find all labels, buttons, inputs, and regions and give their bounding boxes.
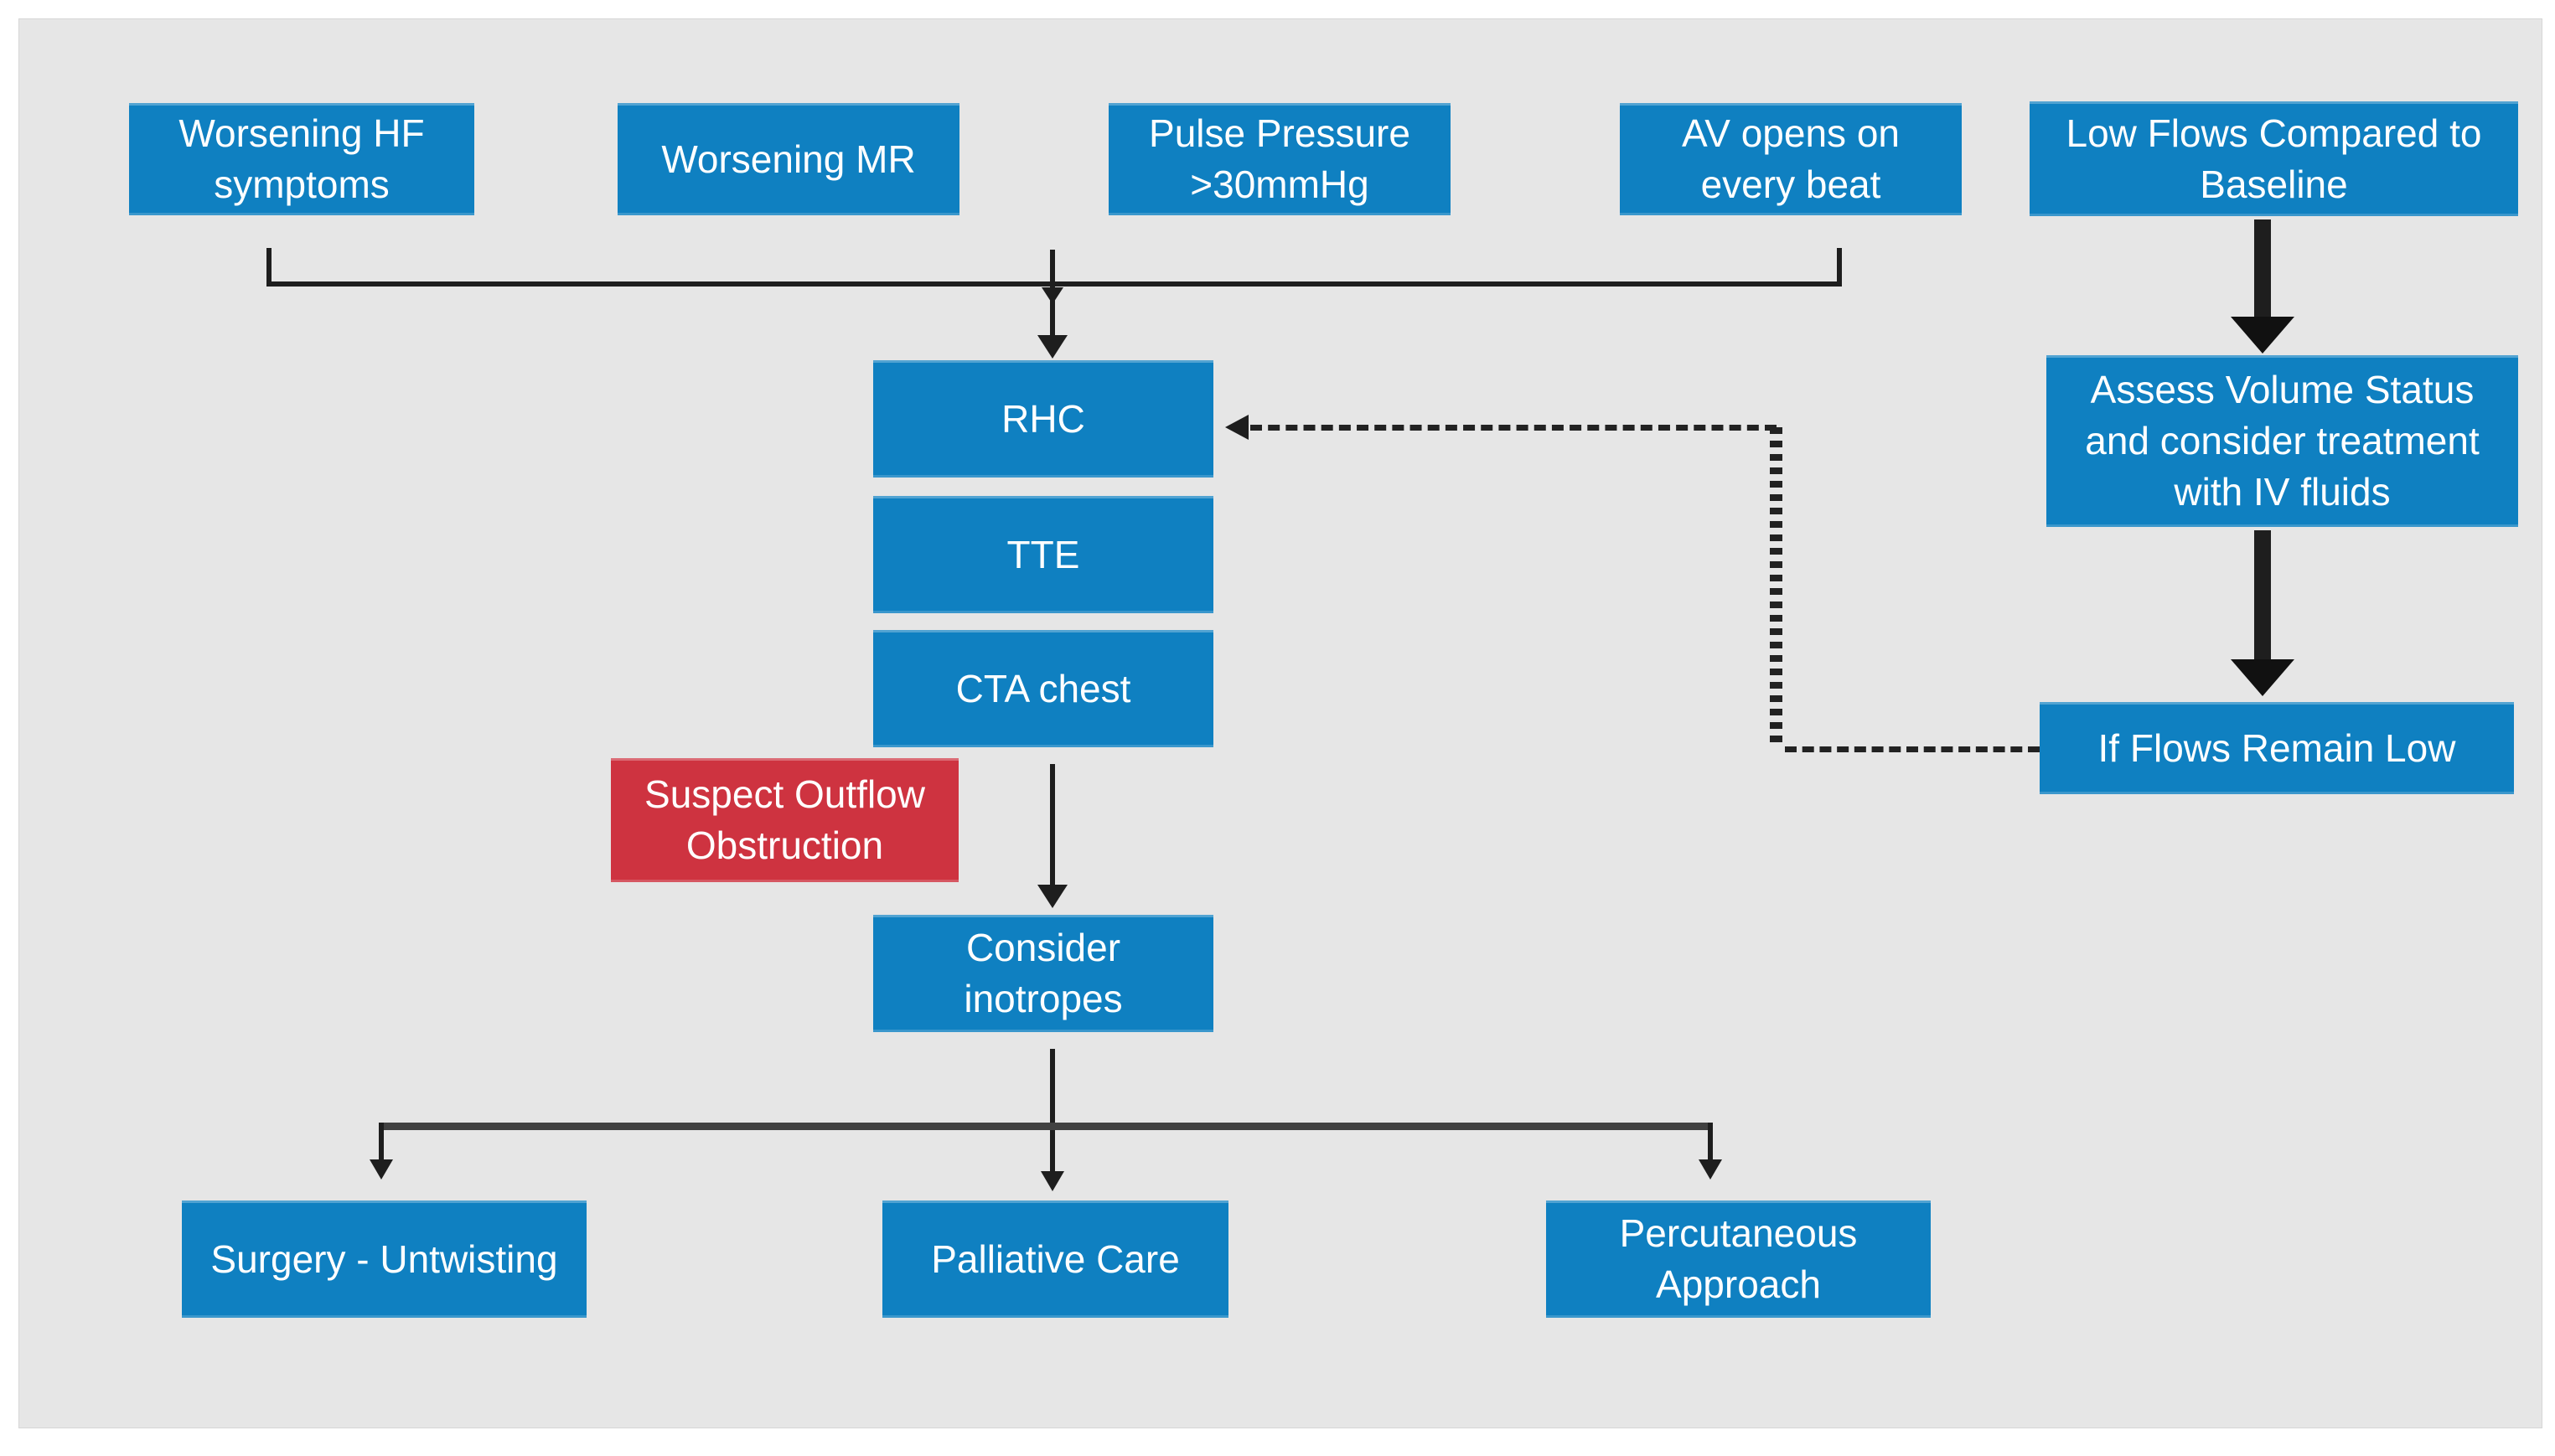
node-label: Assess Volume Status and consider treatm…	[2085, 368, 2480, 514]
arrowhead-into-assess-icon	[2231, 317, 2294, 354]
node-low-flows: Low Flows Compared to Baseline	[2030, 101, 2518, 216]
node-rhc: RHC	[873, 360, 1213, 478]
connector-dashed-bottom	[1785, 746, 2040, 752]
node-palliative-care: Palliative Care	[882, 1200, 1228, 1318]
node-label: Low Flows Compared to Baseline	[2066, 111, 2482, 206]
arrowhead-junction-icon	[1042, 287, 1063, 304]
node-label: Worsening MR	[661, 137, 916, 181]
node-cta-chest: CTA chest	[873, 630, 1213, 747]
node-label: Consider inotropes	[964, 926, 1123, 1020]
node-if-flows-remain-low: If Flows Remain Low	[2040, 702, 2514, 794]
connector-dashed-vertical	[1770, 427, 1782, 749]
arrowhead-into-rhc-icon	[1037, 335, 1068, 359]
node-label: AV opens on every beat	[1681, 111, 1900, 206]
node-label: Percutaneous Approach	[1619, 1211, 1858, 1306]
node-tte: TTE	[873, 496, 1213, 613]
node-suspect-outflow-obstruction: Suspect Outflow Obstruction	[611, 758, 959, 882]
arrowhead-dashed-into-rhc-icon	[1225, 415, 1249, 440]
node-label: Palliative Care	[931, 1237, 1180, 1281]
node-percutaneous-approach: Percutaneous Approach	[1546, 1200, 1931, 1318]
node-av-opens: AV opens on every beat	[1620, 103, 1962, 215]
node-label: CTA chest	[955, 666, 1131, 710]
node-label: TTE	[1006, 532, 1080, 576]
connector-lowflows-to-assess	[2254, 219, 2271, 318]
connector-bracket-right-stub	[1837, 248, 1842, 287]
node-label: Surgery - Untwisting	[210, 1237, 558, 1281]
connector-assess-to-flowslow	[2254, 530, 2271, 661]
arrowhead-into-percutaneous-icon	[1699, 1159, 1722, 1180]
node-worsening-mr: Worsening MR	[618, 103, 959, 215]
node-worsening-hf-symptoms: Worsening HF symptoms	[129, 103, 474, 215]
connector-inotropes-to-split	[1050, 1049, 1055, 1175]
arrowhead-into-surgery-icon	[370, 1159, 393, 1180]
node-label: Pulse Pressure >30mmHg	[1149, 111, 1410, 206]
node-label: Worsening HF symptoms	[178, 111, 425, 206]
node-pulse-pressure: Pulse Pressure >30mmHg	[1109, 103, 1451, 215]
connector-dashed-top	[1250, 425, 1777, 431]
connector-split-left-stub	[379, 1123, 384, 1163]
arrowhead-into-inotropes-icon	[1037, 885, 1068, 908]
arrowhead-into-palliative-icon	[1041, 1171, 1064, 1191]
connector-bracket-left-stub	[266, 248, 272, 287]
connector-split-right-stub	[1708, 1123, 1713, 1163]
connector-cta-to-inotropes	[1050, 764, 1055, 888]
node-assess-volume-status: Assess Volume Status and consider treatm…	[2046, 355, 2518, 527]
node-surgery-untwisting: Surgery - Untwisting	[182, 1200, 587, 1318]
node-label: If Flows Remain Low	[2097, 725, 2456, 770]
node-label: Suspect Outflow Obstruction	[644, 772, 925, 867]
node-consider-inotropes: Consider inotropes	[873, 915, 1213, 1032]
connector-split-horizontal	[379, 1123, 1713, 1130]
arrowhead-into-flowslow-icon	[2231, 659, 2294, 696]
node-label: RHC	[1001, 396, 1085, 441]
